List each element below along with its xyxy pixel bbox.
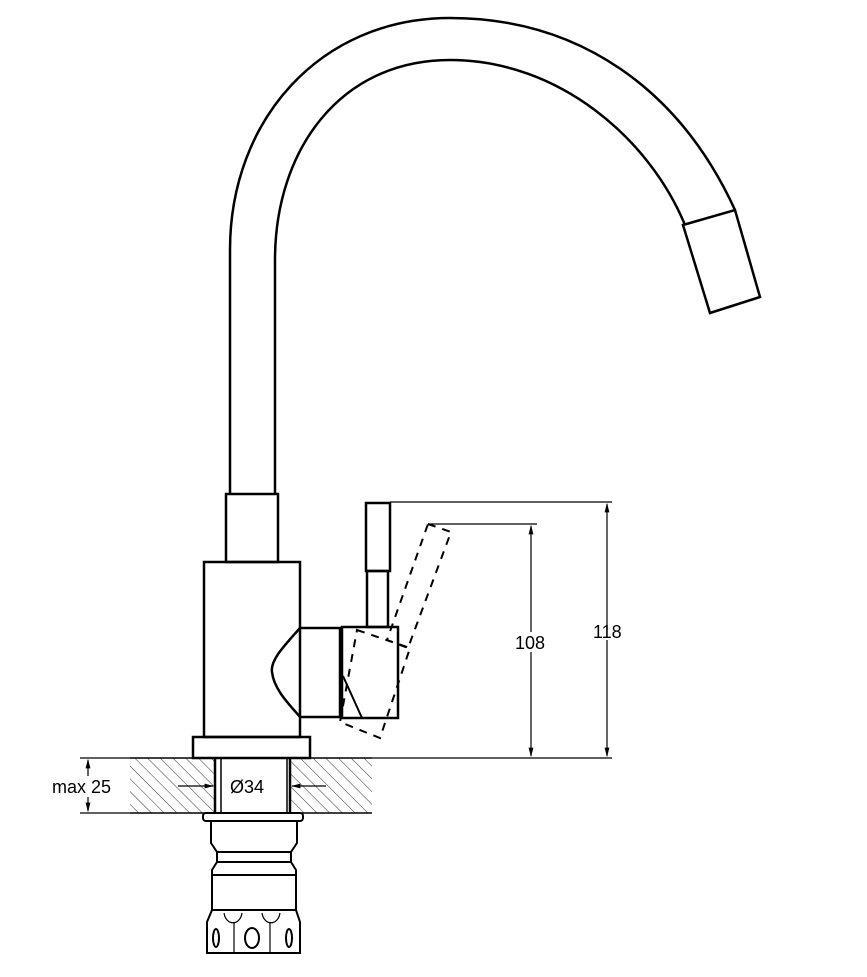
body	[202, 560, 302, 739]
mounting-nut	[202, 812, 304, 954]
dimension-108	[428, 523, 537, 758]
neck	[224, 492, 280, 564]
handle	[340, 501, 400, 720]
handle-hub	[270, 626, 342, 719]
dimension-max25	[80, 757, 130, 814]
dimension-118	[390, 501, 612, 758]
handle-open-position	[338, 522, 453, 740]
base-plate	[191, 735, 312, 760]
dimension-118-label: 118	[593, 622, 622, 642]
spout-nozzle	[681, 208, 762, 315]
hole-diameter-label: Ø34	[230, 777, 264, 797]
dimension-108-label: 108	[515, 633, 545, 653]
max-thickness-label: max 25	[52, 777, 111, 797]
spout	[228, 16, 762, 495]
